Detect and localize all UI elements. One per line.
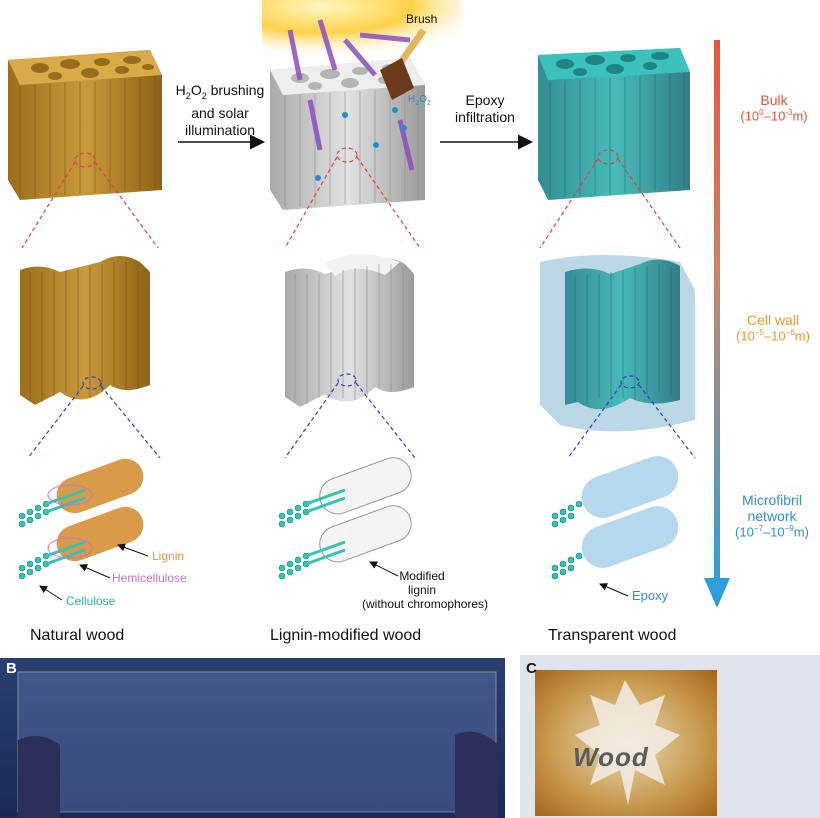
label-cellulose: Cellulose — [66, 594, 116, 608]
h2o2-label: H2O2 — [408, 94, 431, 107]
step2-label: Epoxy infiltration — [455, 92, 515, 125]
transparent-microfibril — [551, 456, 679, 580]
label-lignin: Lignin — [152, 549, 185, 563]
zoom-lines-cellwall — [27, 373, 696, 459]
modified-microfibril — [278, 457, 412, 580]
transparent-wood-block — [538, 48, 690, 200]
label-epoxy: Epoxy — [632, 588, 669, 603]
modified-cell-wall — [285, 253, 414, 407]
maple-leaf-icon — [575, 680, 680, 805]
transparent-cell-wall — [540, 255, 695, 432]
label-modified-lignin: Modified lignin (without chromophores) — [362, 569, 489, 611]
panel-letter-b: B — [6, 660, 17, 677]
column-title-natural: Natural wood — [30, 627, 125, 644]
stamp-wood-text: Wood — [573, 742, 649, 772]
lignin-modified-block — [262, 0, 462, 210]
brush-label: Brush — [406, 12, 438, 26]
zoom-lines-bulk — [21, 147, 681, 249]
natural-wood-block — [8, 50, 162, 200]
scale-bulk: Bulk (100–10-3m) — [740, 92, 808, 124]
wood-stamp-photo — [520, 655, 820, 818]
panel-letter-c: C — [526, 660, 537, 677]
natural-microfibril — [18, 458, 144, 580]
scale-cellwall: Cell wall (10−5–10−6m) — [736, 312, 810, 344]
scale-arrow — [704, 40, 730, 608]
transparent-wood-photo — [0, 658, 505, 818]
brush-icon — [380, 28, 427, 100]
natural-cell-wall — [20, 256, 150, 405]
label-hemicellulose: Hemicellulose — [112, 571, 187, 585]
scale-microfibril: Microfibril network (10−7–10−9m) — [735, 492, 809, 540]
column-title-modified: Lignin-modified wood — [270, 627, 422, 644]
column-title-transparent: Transparent wood — [548, 627, 677, 644]
step1-label: H2O2 brushing and solar illumination — [175, 82, 265, 138]
